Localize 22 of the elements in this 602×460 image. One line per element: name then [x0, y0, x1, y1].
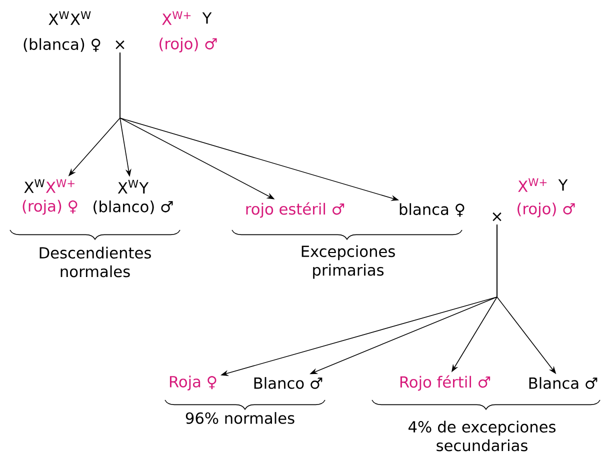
group-label: Excepciones primarias	[302, 245, 395, 279]
phenotype-label: (rojo) ♂	[518, 202, 575, 218]
genotype-label: X$^{W+}$	[162, 11, 191, 25]
offspring-label: Roja ♀	[170, 376, 216, 390]
group-label: 96% normales	[186, 412, 294, 424]
genotype-label: X$^{W+}$	[518, 178, 547, 192]
genotype-label: X$^{W}$X$^{W}$	[48, 11, 91, 25]
phenotype-label: (rojo) ♂	[160, 38, 217, 52]
offspring-label: blanca ♀	[400, 203, 464, 217]
offspring-label: X$^{W}$Y (blanco) ♂	[94, 180, 173, 214]
offspring-label: Blanca ♂	[529, 377, 598, 389]
genotype-label: Y	[558, 179, 568, 191]
cross-sign: ×	[116, 40, 124, 50]
offspring-label: Rojo fértil ♂	[400, 375, 490, 391]
offspring-label: Blanco ♂	[254, 377, 322, 389]
group-label: Descendientes normales	[40, 246, 151, 278]
group-label: 4% de excepciones secundarias	[408, 420, 556, 452]
genotype-label: Y	[202, 12, 212, 24]
phenotype-label: (blanca) ♀	[24, 38, 100, 52]
cross-sign: ×	[492, 212, 502, 222]
offspring-label: X$^{W}$X$^{W+}$ (roja) ♀	[22, 179, 78, 215]
offspring-label: rojo estéril ♂	[246, 202, 344, 218]
